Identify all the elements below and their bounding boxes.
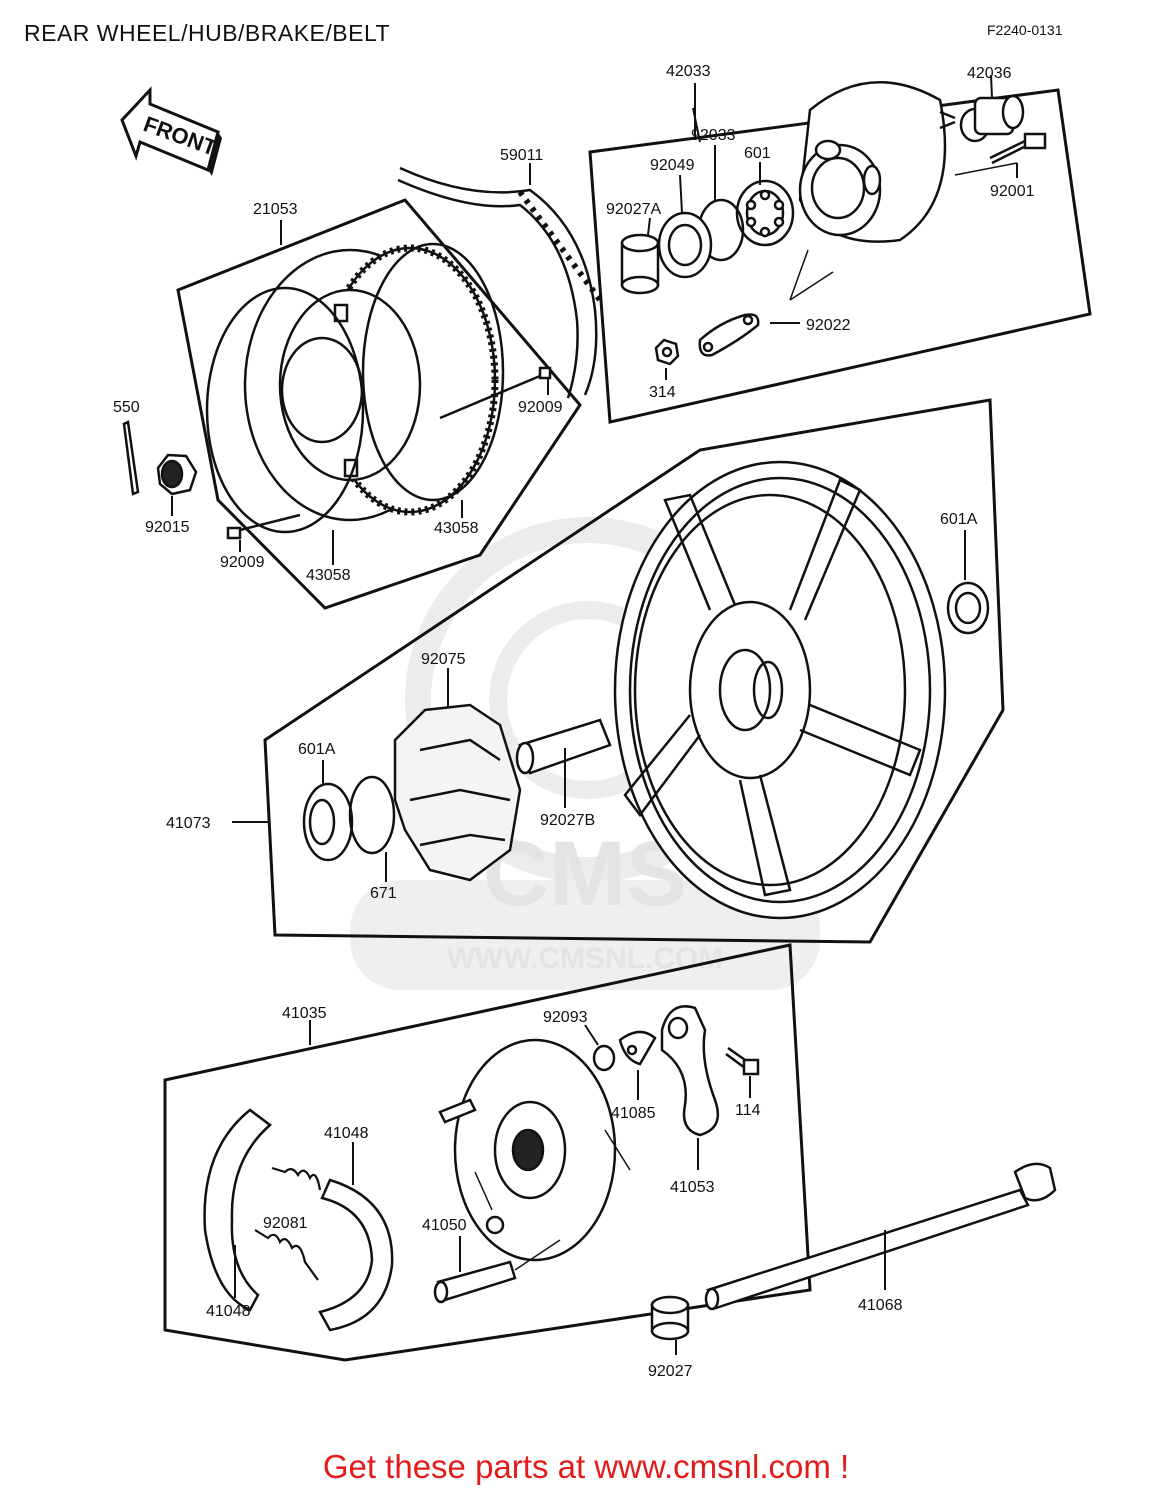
- label-41068: 41068: [858, 1297, 903, 1314]
- label-42036: 42036: [967, 65, 1012, 82]
- label-601A-left: 601A: [298, 741, 336, 758]
- label-41048-right: 41048: [324, 1125, 369, 1142]
- nut-314: [654, 338, 680, 366]
- return-spring-92081: [254, 1166, 322, 1281]
- label-92033: 92033: [691, 127, 736, 144]
- label-92015: 92015: [145, 519, 190, 536]
- label-21053: 21053: [253, 201, 298, 218]
- bolt-114: [725, 1046, 760, 1076]
- label-92081: 92081: [263, 1215, 308, 1232]
- bolt-92009-left: [226, 513, 301, 540]
- label-92009-right: 92009: [518, 399, 563, 416]
- o-ring-671: [348, 775, 396, 855]
- watermark-url: WWW.CMSNL.COM: [447, 942, 724, 975]
- label-59011: 59011: [500, 147, 543, 164]
- front-direction-arrow: FRONT: [120, 86, 222, 176]
- pulley-group-outline: [176, 198, 582, 610]
- label-92075: 92075: [421, 651, 466, 668]
- label-92022: 92022: [806, 317, 851, 334]
- rear-hub-housing: [798, 80, 956, 243]
- brake-panel-41035: [438, 1038, 617, 1262]
- wheel-group-outline: [263, 398, 1005, 944]
- plate-92022: [698, 313, 760, 357]
- ring-43058-inner: [205, 286, 365, 534]
- diagram-code: F2240-0131: [987, 22, 1063, 38]
- cotter-pin-550: [122, 420, 140, 496]
- wheel-damper-92075: [393, 703, 522, 882]
- collar-92027: [650, 1295, 690, 1341]
- wear-indicator-41085: [618, 1030, 657, 1066]
- rear-axle-41068: [704, 1162, 1057, 1311]
- label-92093: 92093: [543, 1009, 588, 1026]
- label-41085: 41085: [611, 1105, 656, 1122]
- bearing-601A-left: [302, 782, 354, 862]
- label-601A-right: 601A: [940, 511, 978, 528]
- label-42033: 42033: [666, 63, 711, 80]
- promo-link[interactable]: Get these parts at www.cmsnl.com !: [322, 1448, 850, 1485]
- label-41053: 41053: [670, 1179, 715, 1196]
- collar-92027B: [515, 718, 612, 775]
- label-550: 550: [113, 399, 140, 416]
- label-92027B: 92027B: [540, 812, 595, 829]
- label-92027: 92027: [648, 1363, 693, 1380]
- brake-lever-41053: [660, 1005, 720, 1137]
- bearing-601A-right: [946, 581, 990, 635]
- label-671: 671: [370, 885, 397, 902]
- drive-belt-59011: [397, 166, 603, 399]
- hub-collar-42036: [959, 94, 1025, 143]
- label-92001: 92001: [990, 183, 1035, 200]
- label-92049: 92049: [650, 157, 695, 174]
- label-41073: 41073: [166, 815, 211, 832]
- part-labels: 42033 42036 92033 92049 601 92027A 92001…: [113, 63, 1035, 1380]
- rear-pulley-21053: [243, 244, 499, 522]
- washer-92093: [592, 1044, 616, 1072]
- bearing-601: [735, 179, 795, 247]
- bolt-92009-right: [439, 366, 552, 420]
- label-601: 601: [744, 145, 771, 162]
- rear-wheel-rim: [613, 460, 947, 920]
- label-114: 114: [735, 1102, 761, 1119]
- label-92027A: 92027A: [606, 201, 661, 218]
- label-43058-left: 43058: [306, 567, 351, 584]
- axle-nut-92015: [156, 453, 198, 496]
- label-41048-left: 41048: [206, 1303, 251, 1320]
- page-title: REAR WHEEL/HUB/BRAKE/BELT: [24, 20, 391, 46]
- label-92009-left: 92009: [220, 554, 265, 571]
- brake-shoe-41048-right: [318, 1178, 394, 1332]
- bolt-92001: [989, 132, 1047, 165]
- collar-92027A: [620, 233, 660, 295]
- label-314: 314: [649, 384, 676, 401]
- oil-seal-92049: [657, 211, 713, 279]
- brake-camshaft-41050: [433, 1260, 517, 1304]
- ring-43058-outer: [361, 242, 505, 502]
- label-41035: 41035: [282, 1005, 327, 1022]
- brake-group-outline: [163, 943, 812, 1362]
- watermark-brand: CMS: [483, 823, 687, 925]
- label-41050: 41050: [422, 1217, 467, 1234]
- brake-shoe-41048-left: [203, 1108, 272, 1312]
- label-43058-right: 43058: [434, 520, 479, 537]
